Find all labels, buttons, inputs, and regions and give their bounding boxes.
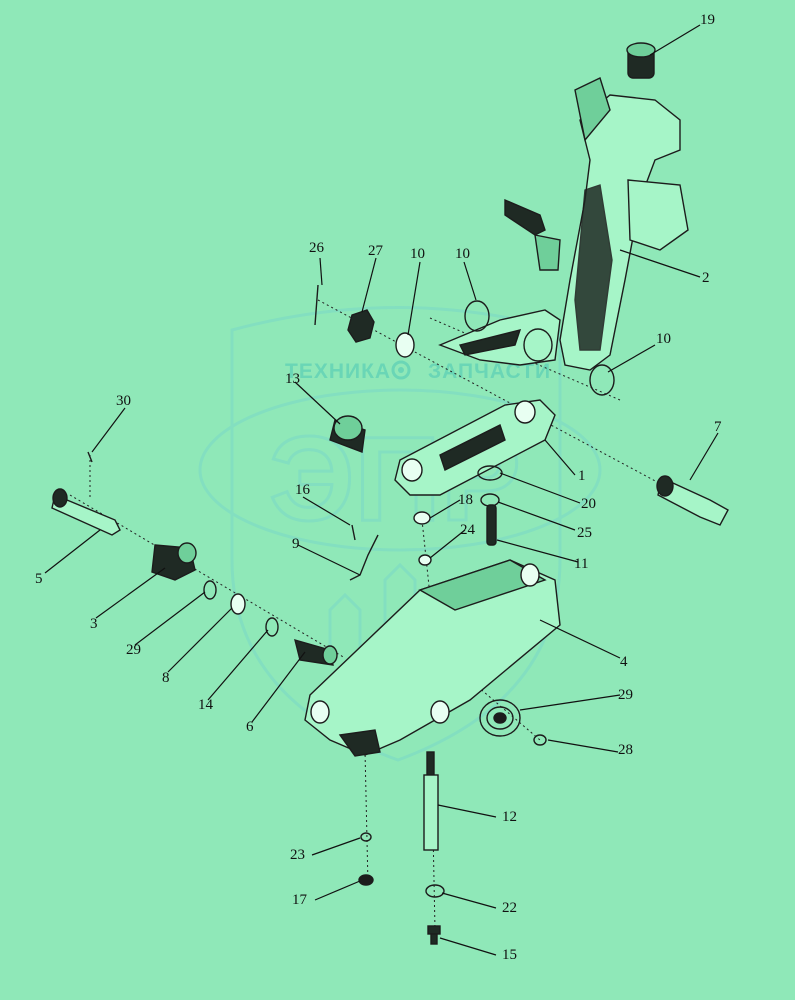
- lever-bracket: [304, 559, 561, 757]
- callout-27: 27: [368, 243, 384, 259]
- callout-18: 18: [458, 492, 473, 508]
- callout-8: 8: [162, 670, 170, 686]
- callout-28: 28: [618, 742, 633, 758]
- link-plate: [394, 399, 556, 496]
- ring-24: [418, 554, 432, 566]
- watermark-ring: [198, 388, 602, 552]
- callout-12: 12: [502, 809, 517, 825]
- bolt-16: [351, 524, 356, 541]
- callout-7: 7: [714, 419, 722, 435]
- shaft-7: [656, 475, 729, 526]
- callout-3: 3: [90, 616, 98, 632]
- callout-29-b: 14: [198, 697, 214, 713]
- gear-icon: [391, 360, 411, 380]
- bolt-5: [51, 488, 121, 536]
- washer-c: [589, 364, 615, 396]
- callout-13: 13: [285, 371, 300, 387]
- callout-11: 11: [574, 556, 588, 572]
- ring-29b: [265, 617, 279, 637]
- ring-8: [230, 593, 246, 615]
- pin-11: [486, 504, 497, 546]
- callout-16: 16: [295, 482, 311, 498]
- ring-28: [533, 734, 547, 746]
- callout-10-b: 10: [455, 246, 470, 262]
- bushing-6: [294, 638, 338, 666]
- callout-4: 4: [620, 654, 628, 670]
- callout-labels: 19 2 26 27 10 10 10 13 7 30 1 20 16 18 2…: [35, 12, 722, 963]
- callout-20: 20: [581, 496, 596, 512]
- ring-23: [360, 832, 372, 842]
- hex-nut: [347, 309, 375, 343]
- screw-15: [427, 925, 441, 945]
- screw-30: [87, 451, 93, 463]
- ring-17: [358, 874, 374, 886]
- callout-14: 29: [618, 687, 633, 703]
- callout-24: 24: [460, 522, 476, 538]
- callout-15: 15: [502, 947, 517, 963]
- watermark-word-left: ТЕХНИКА: [285, 360, 391, 383]
- callout-10-c: 10: [656, 331, 671, 347]
- washer-a: [395, 332, 415, 358]
- callout-25: 25: [577, 525, 592, 541]
- washer-b: [464, 300, 490, 332]
- leader-lines: [44, 24, 719, 956]
- split-pin: [314, 284, 319, 326]
- top-nut: [626, 42, 656, 79]
- callout-2: 2: [702, 270, 710, 286]
- callout-10-a: 10: [410, 246, 425, 262]
- callout-17: 17: [292, 892, 308, 908]
- ring-18: [413, 511, 431, 525]
- steering-column: [438, 77, 689, 371]
- callout-30: 30: [116, 393, 131, 409]
- callout-6: 6: [246, 719, 254, 735]
- coil-spring: [479, 699, 521, 737]
- callout-5: 5: [35, 571, 43, 587]
- ring-29a: [203, 580, 217, 600]
- bushing: [329, 415, 366, 453]
- watermark-word-right: ЗАПЧАСТИ: [428, 360, 551, 383]
- washer-20: [477, 465, 503, 481]
- callout-22: 22: [502, 900, 517, 916]
- callout-19: 19: [700, 12, 715, 28]
- watermark-shield: [230, 306, 562, 762]
- callout-23: 23: [290, 847, 305, 863]
- callout-29-a: 29: [126, 642, 141, 658]
- washer-22: [425, 884, 445, 898]
- rod-12: [423, 751, 439, 851]
- spring-clip: [349, 534, 379, 581]
- bushing-3: [151, 542, 197, 581]
- callout-9: 9: [292, 536, 300, 552]
- callout-1: 1: [578, 468, 586, 484]
- callout-26: 26: [309, 240, 325, 256]
